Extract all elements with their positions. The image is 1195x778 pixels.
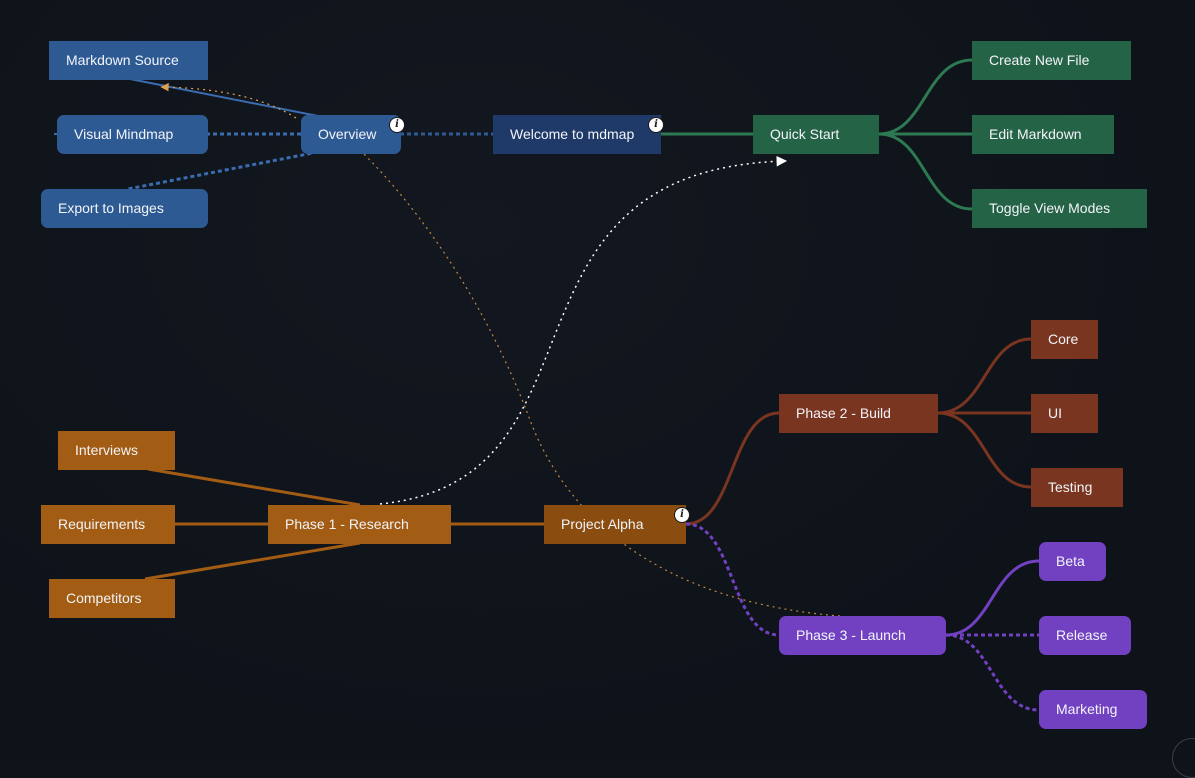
node-competitors[interactable]: Competitors bbox=[49, 579, 175, 618]
node-phase1-research[interactable]: Phase 1 - Research bbox=[268, 505, 451, 544]
node-create-new-file[interactable]: Create New File bbox=[972, 41, 1131, 80]
node-requirements[interactable]: Requirements bbox=[41, 505, 175, 544]
crosslink-phase1-quick-start bbox=[379, 156, 788, 505]
crosslink-phase3-overview bbox=[359, 149, 841, 617]
info-icon-welcome[interactable]: i bbox=[648, 117, 664, 133]
node-export-to-images[interactable]: Export to Images bbox=[41, 189, 208, 228]
edge-alpha-phase2 bbox=[685, 411, 780, 526]
node-welcome[interactable]: Welcome to mdmap bbox=[493, 115, 661, 154]
edge-phase2-core bbox=[937, 337, 1032, 415]
node-toggle-view-modes[interactable]: Toggle View Modes bbox=[972, 189, 1147, 228]
node-markdown-source[interactable]: Markdown Source bbox=[49, 41, 208, 80]
edge-phase3-marketing bbox=[945, 633, 1040, 712]
node-core[interactable]: Core bbox=[1031, 320, 1098, 359]
edge-layer bbox=[54, 58, 1040, 712]
info-icon-overview[interactable]: i bbox=[389, 117, 405, 133]
node-interviews[interactable]: Interviews bbox=[58, 431, 175, 470]
crosslink-overview-markdown bbox=[160, 82, 297, 119]
node-phase3-launch[interactable]: Phase 3 - Launch bbox=[779, 616, 946, 655]
node-quick-start[interactable]: Quick Start bbox=[753, 115, 879, 154]
node-beta[interactable]: Beta bbox=[1039, 542, 1106, 581]
edge-phase3-beta bbox=[945, 559, 1040, 637]
node-project-alpha[interactable]: Project Alpha bbox=[544, 505, 686, 544]
node-edit-markdown[interactable]: Edit Markdown bbox=[972, 115, 1114, 154]
node-overview[interactable]: Overview bbox=[301, 115, 401, 154]
edge-quick-start-toggle bbox=[878, 132, 973, 211]
edge-phase1-competitors bbox=[144, 541, 361, 581]
node-visual-mindmap[interactable]: Visual Mindmap bbox=[57, 115, 208, 154]
node-ui[interactable]: UI bbox=[1031, 394, 1098, 433]
info-icon-project-alpha[interactable]: i bbox=[674, 507, 690, 523]
node-release[interactable]: Release bbox=[1039, 616, 1131, 655]
edge-phase1-interviews bbox=[147, 467, 361, 507]
node-phase2-build[interactable]: Phase 2 - Build bbox=[779, 394, 938, 433]
edge-quick-start-create bbox=[878, 58, 973, 136]
node-marketing[interactable]: Marketing bbox=[1039, 690, 1147, 729]
edge-overview-export bbox=[127, 150, 319, 191]
edge-phase2-testing bbox=[937, 411, 1032, 489]
edge-alpha-phase3 bbox=[685, 522, 780, 637]
edge-overview-markdown-source bbox=[129, 78, 319, 117]
node-testing[interactable]: Testing bbox=[1031, 468, 1123, 507]
